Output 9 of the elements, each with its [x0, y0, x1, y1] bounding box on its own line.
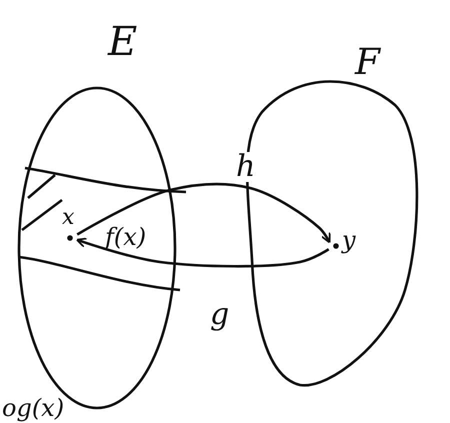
- math-label: F: [355, 45, 380, 81]
- math-label: og(x): [2, 396, 64, 420]
- math-label: E: [108, 22, 138, 62]
- math-label: f(x): [105, 225, 146, 249]
- arrow: [76, 238, 330, 268]
- math-label: y: [342, 228, 356, 252]
- edge-label: h: [236, 152, 256, 182]
- arrow: [76, 182, 331, 244]
- math-label: x: [62, 207, 74, 229]
